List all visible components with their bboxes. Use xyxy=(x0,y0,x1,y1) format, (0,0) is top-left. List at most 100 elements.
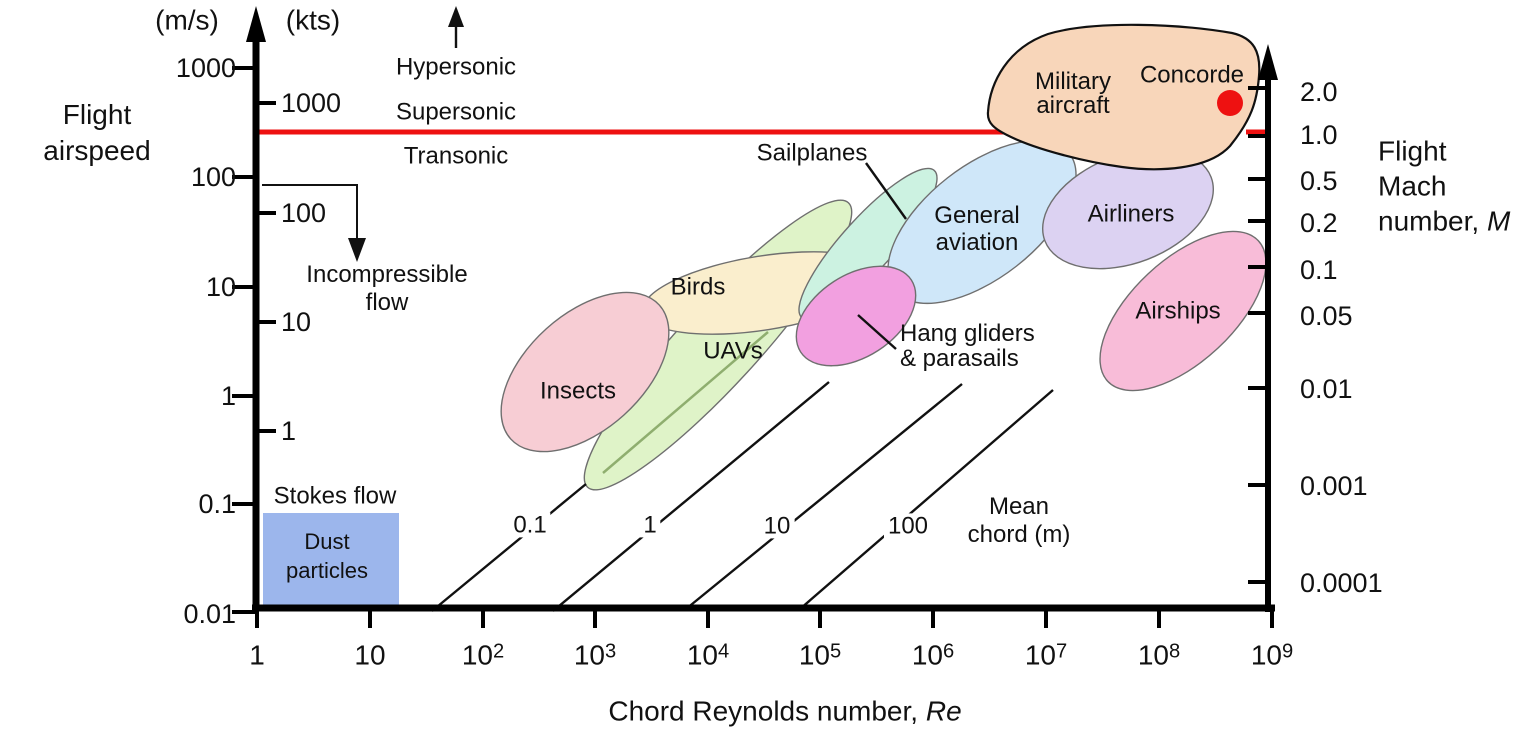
mach-axis-title: Flight Mach number, M xyxy=(1378,134,1510,239)
mach-tick-0-01: 0.01 xyxy=(1300,373,1353,404)
mean-chord-value-0-1: 0.1 xyxy=(509,512,551,538)
military-aircraft-line2: aircraft xyxy=(1036,92,1110,119)
mean-chord-line-100 xyxy=(799,389,1054,610)
mean-chord-line-10 xyxy=(685,383,963,610)
x-tick-1e7-base: 10 xyxy=(1024,639,1056,671)
reynolds-symbol: Re xyxy=(925,695,962,727)
mach-symbol: M xyxy=(1486,205,1511,237)
y-axis-title: Flight airspeed xyxy=(43,97,150,169)
x-tick-10: 10 xyxy=(354,640,385,669)
x-tick-1e6-base: 10 xyxy=(911,639,943,671)
mach-tick-marks xyxy=(1248,86,1268,584)
hypersonic-arrow-head xyxy=(448,6,464,27)
incompressible-flow-label: Incompressible flow xyxy=(306,261,467,317)
dust-particles-line2: particles xyxy=(286,558,368,583)
x-tick-1: 1 xyxy=(249,640,265,669)
y-axis-left-arrow-head xyxy=(246,6,266,42)
x-tick-1e7: 107 xyxy=(1025,640,1067,669)
ms-tick-100: 100 xyxy=(190,161,236,192)
ms-tick-1: 1 xyxy=(220,380,236,411)
mach-tick-1-0: 1.0 xyxy=(1300,119,1338,150)
x-tick-1e8-exp: 8 xyxy=(1168,640,1181,663)
mach-tick-0-0001: 0.0001 xyxy=(1300,567,1383,598)
y-axis-right-arrow-head xyxy=(1258,44,1278,80)
x-tick-1e3: 103 xyxy=(574,640,616,669)
x-tick-1e2-base: 10 xyxy=(461,639,493,671)
supersonic-label: Supersonic xyxy=(395,98,517,126)
ms-tick-1000: 1000 xyxy=(175,52,236,83)
airships-label: Airships xyxy=(1135,297,1221,325)
sailplanes-label: Sailplanes xyxy=(756,139,868,167)
mean-chord-line-0-1 xyxy=(431,483,587,612)
region-airships xyxy=(1099,230,1267,392)
mach-tick-0-2: 0.2 xyxy=(1300,207,1338,238)
uavs-inner-line xyxy=(602,331,769,474)
mean-chord-line-1 xyxy=(552,381,830,612)
mach-tick-0-5: 0.5 xyxy=(1300,165,1338,196)
military-aircraft-label: Military aircraft xyxy=(1035,70,1111,118)
incompressible-flow-line2: flow xyxy=(365,289,409,316)
x-tick-1e4-exp: 4 xyxy=(717,640,730,663)
region-military-aircraft xyxy=(986,23,1261,171)
x-tick-1e9: 109 xyxy=(1251,640,1293,669)
region-insects xyxy=(500,291,670,453)
x-tick-1e6: 106 xyxy=(912,640,954,669)
kts-tick-1: 1 xyxy=(281,415,297,446)
hang-gliders-label: Hang gliders & parasails xyxy=(900,321,1035,371)
x-tick-1e2-exp: 2 xyxy=(492,640,505,663)
kts-tick-10: 10 xyxy=(281,306,312,337)
mach-tick-0-1: 0.1 xyxy=(1300,254,1338,285)
mach-axis-title-line3-text: number, xyxy=(1378,205,1487,237)
dust-particles-label: Dust particles xyxy=(286,527,368,585)
kts-tick-1000: 1000 xyxy=(281,87,342,118)
ms-tick-10: 10 xyxy=(205,271,236,302)
region-dust-particles xyxy=(263,513,399,605)
x-tick-1e3-base: 10 xyxy=(573,639,605,671)
incompressible-down-arrow xyxy=(348,238,366,262)
hypersonic-arrow xyxy=(448,6,464,48)
pointer-lines xyxy=(857,162,907,350)
mach-tick-0-001: 0.001 xyxy=(1300,470,1368,501)
uavs-label: UAVs xyxy=(703,337,763,365)
x-tick-1e8-base: 10 xyxy=(1137,639,1169,671)
general-aviation-line1: General xyxy=(934,202,1020,229)
hang-gliders-line2: & parasails xyxy=(900,345,1019,372)
x-tick-1e6-exp: 6 xyxy=(942,640,955,663)
airliners-label: Airliners xyxy=(1087,200,1175,228)
mean-chord-title-line2: chord (m) xyxy=(967,521,1071,548)
incompressible-flow-line1: Incompressible xyxy=(306,261,468,288)
mean-chord-value-100: 100 xyxy=(883,513,933,539)
x-tick-1e4-base: 10 xyxy=(686,639,718,671)
unit-ms-label: (m/s) xyxy=(155,4,219,36)
x-axis-title: Chord Reynolds number, Re xyxy=(608,696,961,725)
incompressible-bracket xyxy=(262,184,366,262)
x-tick-1e8: 108 xyxy=(1138,640,1180,669)
y-axis-title-line2: airspeed xyxy=(43,135,151,166)
concorde-label: Concorde xyxy=(1139,61,1245,89)
x-tick-1e9-exp: 9 xyxy=(1281,640,1294,663)
insects-label: Insects xyxy=(539,377,617,405)
concorde-data-point xyxy=(1217,90,1243,116)
mean-chord-title-line1: Mean xyxy=(988,493,1050,520)
x-tick-marks xyxy=(255,608,1274,628)
dust-particles-line1: Dust xyxy=(304,529,350,554)
mean-chord-value-1: 1 xyxy=(639,512,661,538)
mach-tick-0-05: 0.05 xyxy=(1300,300,1353,331)
incompressible-bracket-path xyxy=(262,184,358,240)
sailplanes-pointer-line xyxy=(865,162,907,220)
x-tick-1e5: 105 xyxy=(799,640,841,669)
x-tick-1e9-base: 10 xyxy=(1250,639,1282,671)
mean-chord-lines xyxy=(431,381,1054,612)
hang-gliders-pointer-line xyxy=(857,314,897,350)
general-aviation-line2: aviation xyxy=(935,229,1019,256)
x-tick-1e2: 102 xyxy=(462,640,504,669)
transonic-label: Transonic xyxy=(403,142,509,170)
stokes-flow-label: Stokes flow xyxy=(273,482,397,510)
general-aviation-label: General aviation xyxy=(934,202,1019,256)
mach-axis-title-line1: Flight xyxy=(1378,135,1447,167)
military-aircraft-line1: Military xyxy=(1035,68,1111,95)
tick-marks xyxy=(232,66,1274,628)
x-tick-1-base: 1 xyxy=(249,639,265,671)
